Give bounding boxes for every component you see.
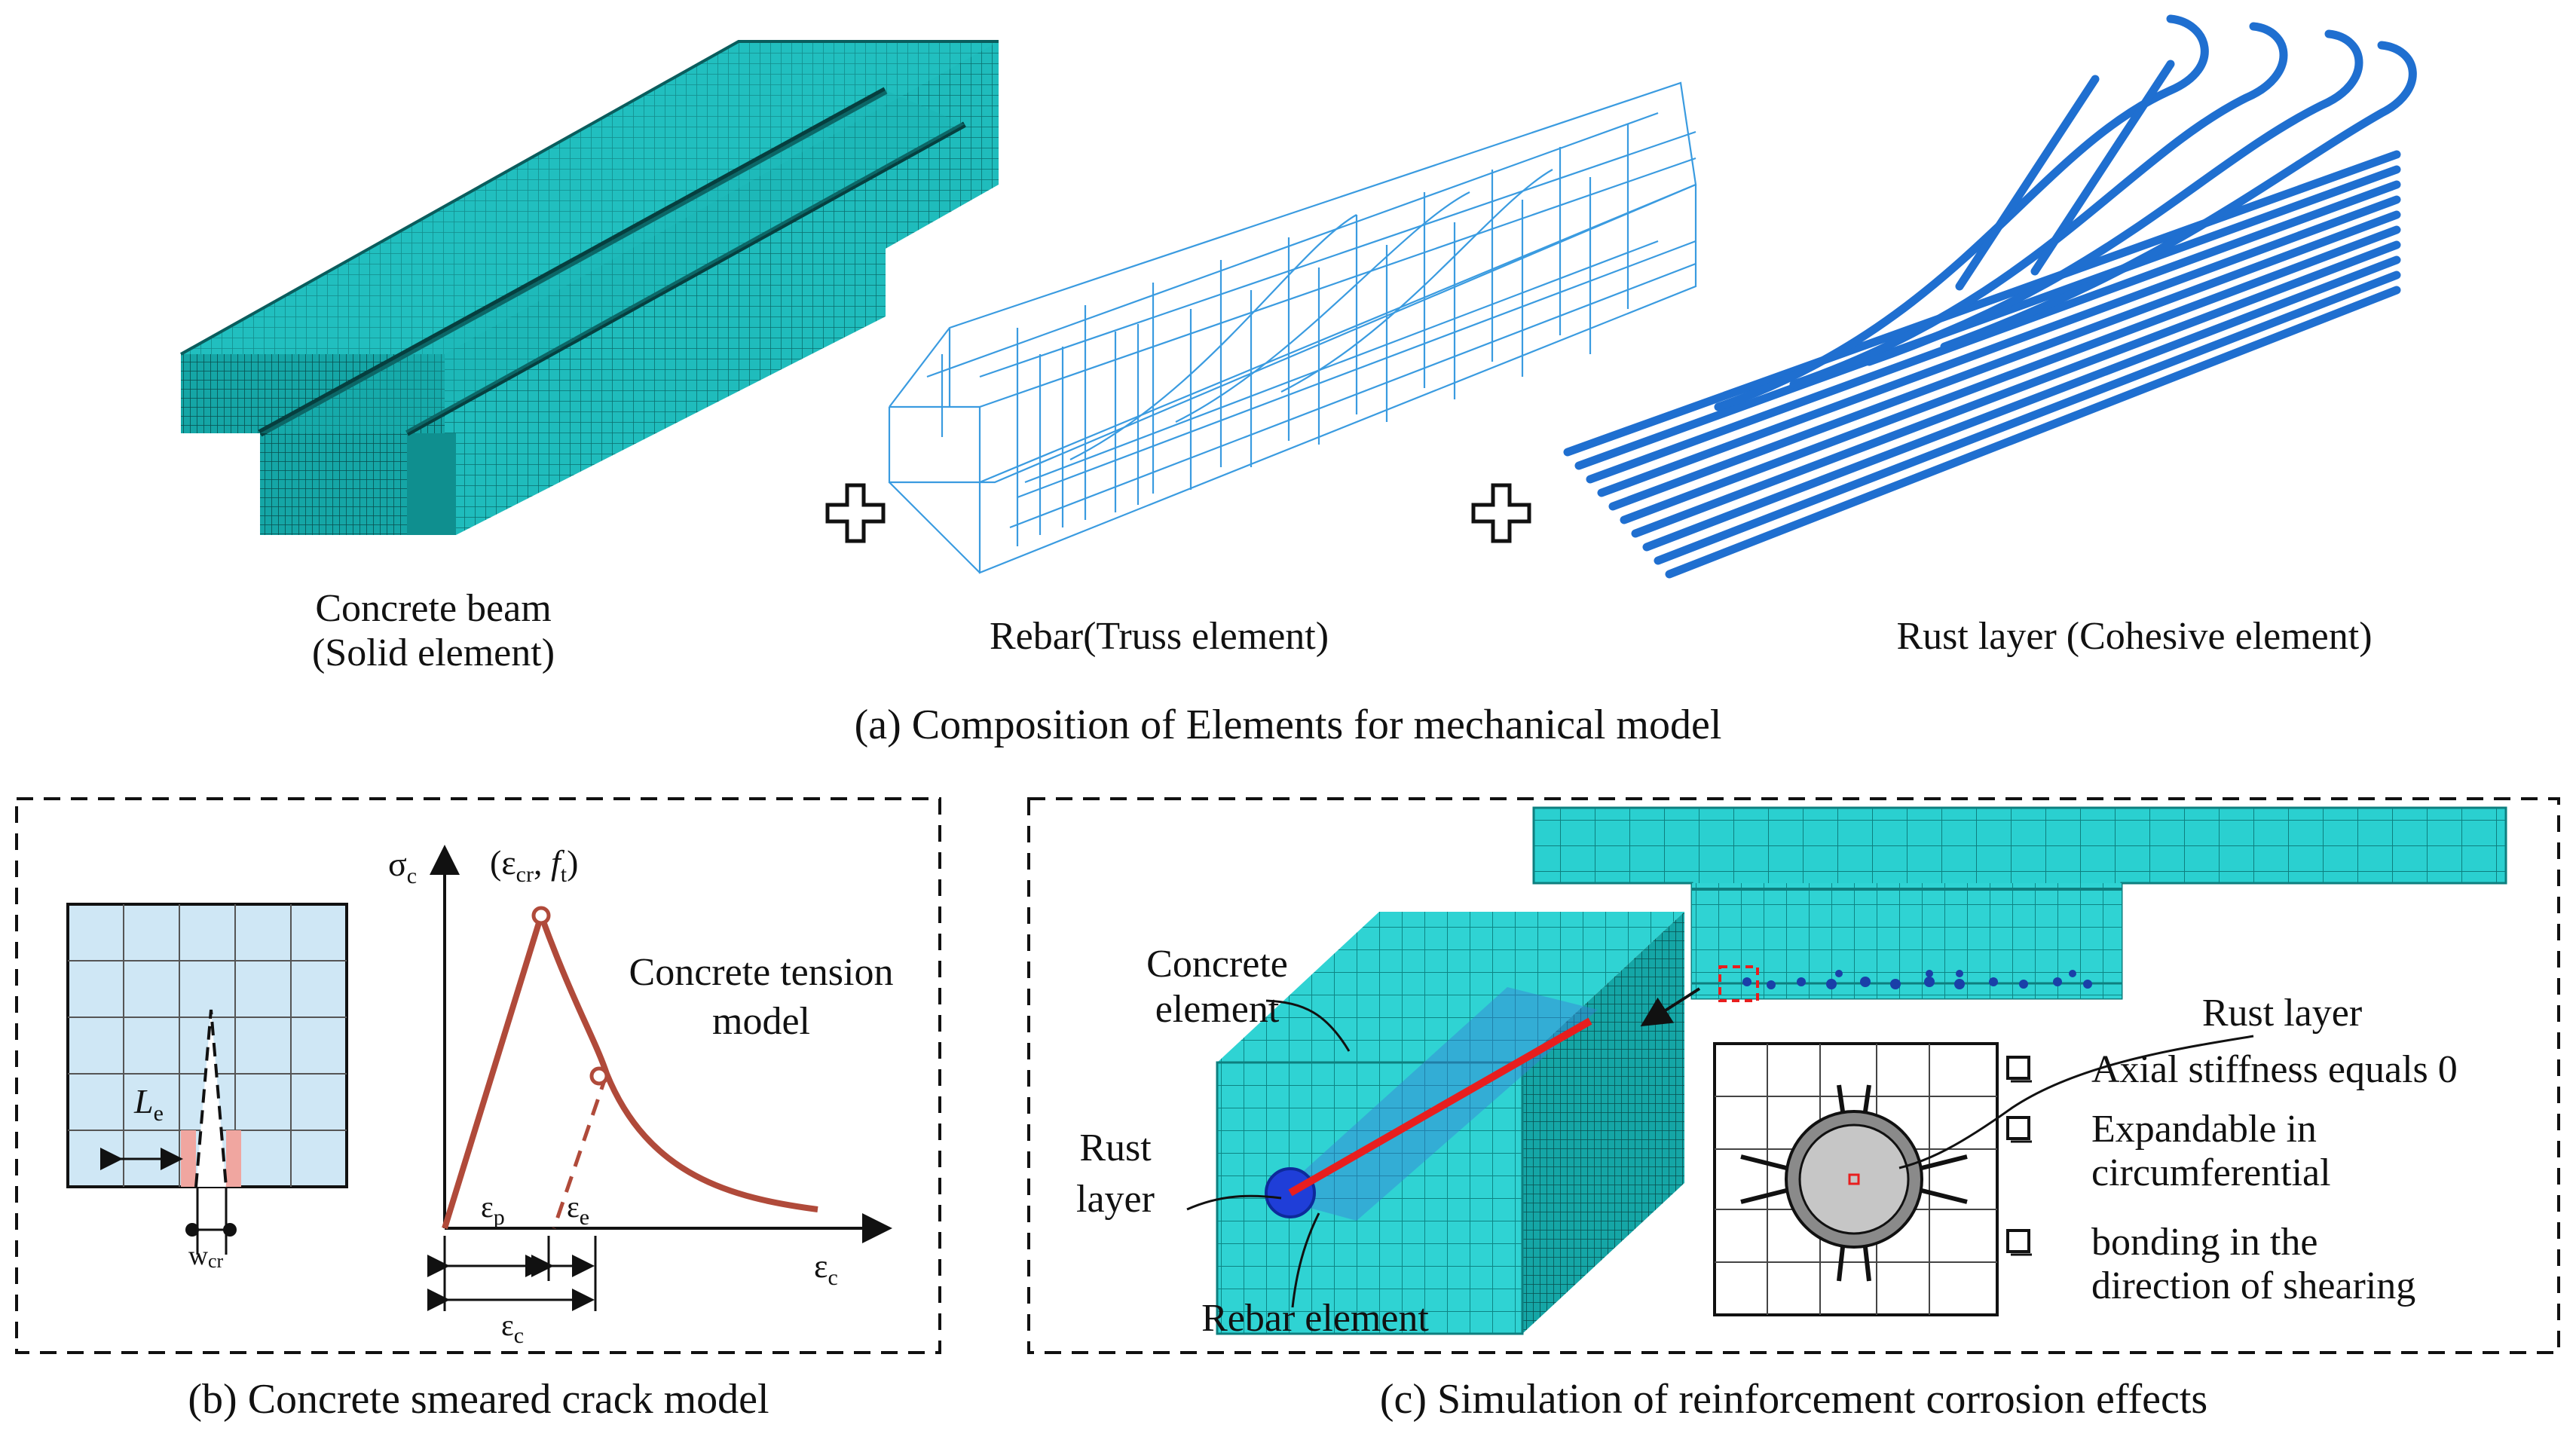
- bullet-expandable: Expandable in circumferential: [2091, 1108, 2331, 1195]
- strain-dimension-arrows: [427, 1236, 597, 1311]
- panel-b-frame: [15, 797, 941, 1354]
- checkbox-icon: [2006, 1116, 2032, 1143]
- tension-softening-curve: [442, 914, 818, 1230]
- rust-layer-callout: Rust layer: [1076, 1127, 1155, 1221]
- smeared-crack-mesh: [66, 903, 348, 1255]
- rust-layer-label: Rust layer (Cohesive element): [1896, 615, 2373, 658]
- panel-c-frame: [1027, 797, 2560, 1354]
- bullet-axial-stiffness: Axial stiffness equals 0: [2091, 1048, 2458, 1091]
- tension-model-label: Concrete tension model: [629, 951, 894, 1043]
- sigma-axis-label: σc: [388, 845, 418, 888]
- concrete-beam-mesh: [180, 40, 999, 535]
- plus-icon: [825, 483, 886, 543]
- caption-b: (b) Concrete smeared crack model: [188, 1376, 769, 1423]
- checkbox-icon: [2006, 1056, 2032, 1083]
- section-detail-mesh: [1713, 1042, 1999, 1316]
- unload-point-marker: [589, 1066, 609, 1086]
- callout-leaders: [1186, 987, 2254, 1308]
- caption-c: (c) Simulation of reinforcement corrosio…: [1379, 1376, 2208, 1423]
- peak-label: (εcr, ft): [490, 843, 579, 887]
- beam-section-mesh: [1532, 806, 2507, 1002]
- rust-layer-bars: [1563, 14, 2417, 579]
- rust-layer-title: Rust layer: [2201, 992, 2363, 1035]
- bullet-bonding: bonding in the direction of shearing: [2091, 1221, 2416, 1308]
- rebar-label: Rebar(Truss element): [989, 615, 1329, 658]
- plus-icon: [1471, 483, 1531, 543]
- ep-label: εp: [481, 1190, 505, 1230]
- ec-label: εc: [501, 1308, 525, 1348]
- strain-axis-label: εc: [814, 1248, 838, 1290]
- peak-point-marker: [531, 906, 551, 925]
- ee-label: εe: [567, 1190, 590, 1230]
- tension-curve-axes: [430, 845, 892, 1243]
- rebar-element-label: Rebar element: [1201, 1297, 1429, 1340]
- concrete-element-label: Concrete element: [1146, 943, 1288, 1031]
- rebar-truss-cage: [888, 81, 1697, 574]
- wcr-label: wcr: [188, 1240, 224, 1272]
- caption-a: (a) Composition of Elements for mechanic…: [854, 702, 1722, 748]
- concrete-beam-label: Concrete beam (Solid element): [311, 587, 555, 674]
- checkbox-icon: [2006, 1229, 2032, 1256]
- le-label: Le: [134, 1082, 164, 1126]
